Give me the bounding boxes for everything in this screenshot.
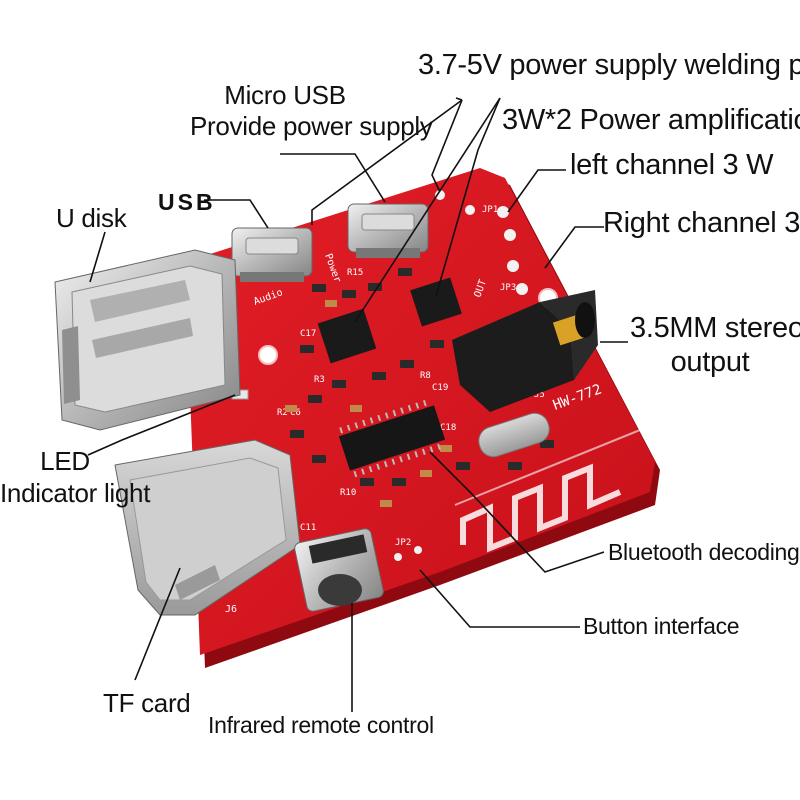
svg-text:R2: R2 [277, 408, 288, 418]
udisk-label: U disk [56, 203, 127, 233]
svg-text:C19: C19 [432, 383, 448, 393]
micro-usb-label-line2: Provide power supply [190, 111, 433, 141]
svg-text:R3: R3 [314, 375, 325, 385]
stereo-label-line2: output [670, 346, 750, 378]
svg-text:C11: C11 [300, 523, 316, 533]
led-label-line1: LED [40, 446, 90, 476]
svg-text:J6: J6 [225, 604, 237, 615]
svg-text:R8: R8 [420, 371, 431, 381]
power-pad-label: 3.7-5V power supply welding pad [418, 49, 800, 81]
micro-usb-label-line1: Micro USB [224, 80, 346, 110]
button-interface-label: Button interface [583, 613, 740, 639]
ir-receiver [294, 528, 384, 612]
usb-a-port [54, 249, 241, 431]
svg-text:JP1: JP1 [482, 205, 498, 215]
amp-label: 3W*2 Power amplification [502, 104, 800, 136]
leader-lines [87, 97, 628, 712]
svg-text:JP2: JP2 [395, 538, 411, 548]
svg-text:JP3: JP3 [500, 283, 516, 293]
amplifier-chip [317, 277, 462, 364]
left-channel-label: left channel 3 W [570, 149, 774, 181]
micro-usb-port-power [347, 203, 429, 258]
svg-text:C18: C18 [440, 423, 456, 433]
bluetooth-ic-label: Bluetooth decoding ic [608, 539, 800, 565]
stereo-label-line1: 3.5MM stereo [630, 312, 800, 344]
audio-jack [452, 290, 598, 412]
svg-text:R15: R15 [347, 268, 363, 278]
micro-usb-port-audio [231, 227, 313, 282]
mounting-hole [258, 345, 278, 365]
antenna-trace [460, 463, 622, 553]
svg-text:J2: J2 [160, 424, 172, 435]
svg-text:R10: R10 [340, 488, 356, 498]
usb-label: USB [158, 189, 216, 215]
right-channel-label: Right channel 3 w [603, 207, 800, 239]
led-label-line2: Indicator light [0, 478, 151, 508]
tf-card-slot [114, 439, 301, 616]
svg-text:C17: C17 [300, 329, 316, 339]
svg-text:J5: J5 [534, 390, 545, 400]
tf-card-label: TF card [103, 688, 191, 718]
svg-text:C6: C6 [290, 408, 301, 418]
bluetooth-ic-chip [338, 399, 446, 478]
ir-label: Infrared remote control [208, 712, 434, 738]
crystal [478, 412, 550, 458]
